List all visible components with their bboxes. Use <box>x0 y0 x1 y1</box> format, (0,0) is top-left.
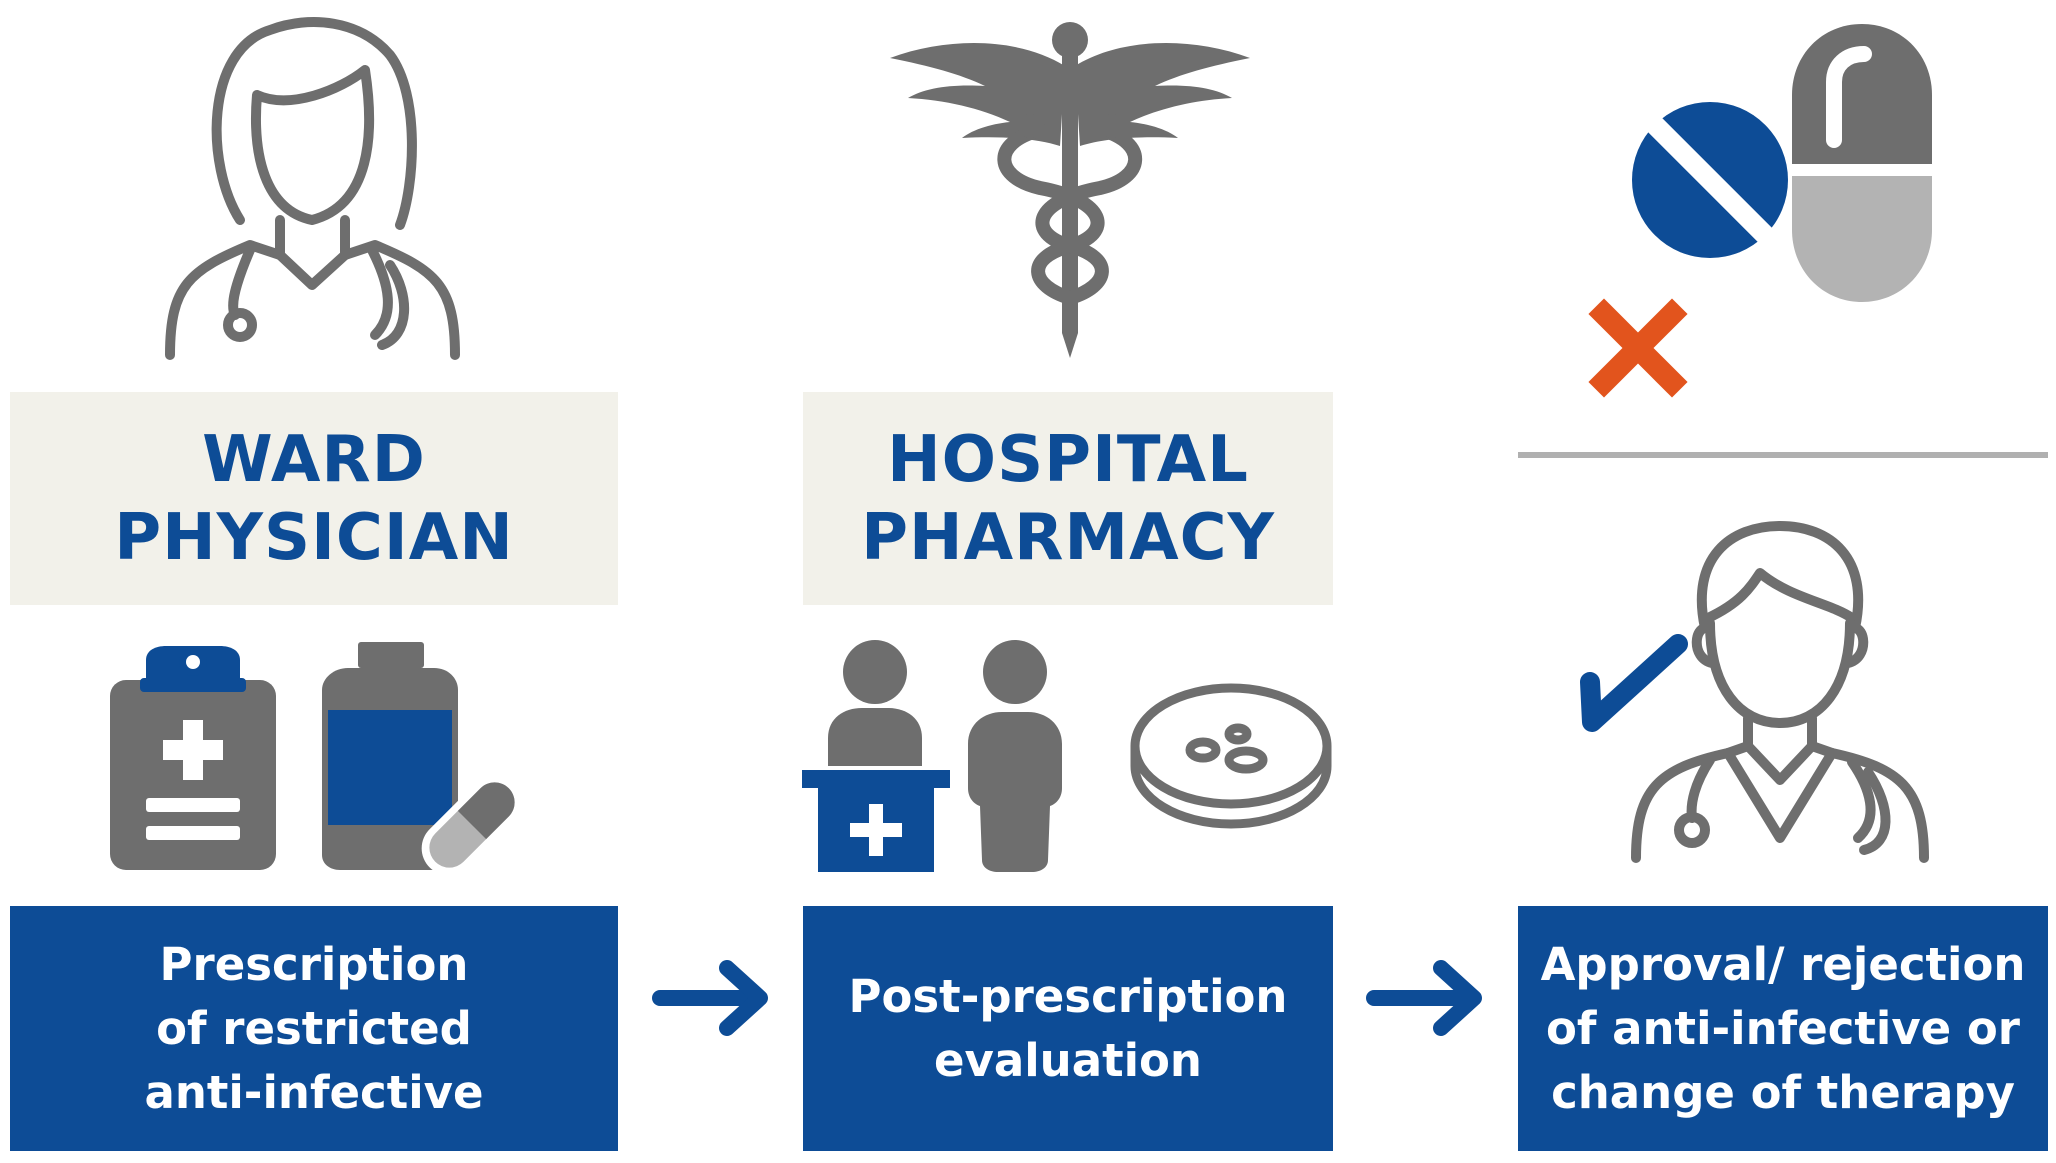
arrow-right-icon <box>652 960 768 1036</box>
medicine-bottle-icon <box>322 642 523 876</box>
prescription-step-box: Prescription of restricted anti-infectiv… <box>10 906 618 1151</box>
ward-physician-label: WARD PHYSICIAN <box>10 392 618 605</box>
evaluation-step-line-2: evaluation <box>934 1033 1202 1087</box>
hospital-pharmacy-label: HOSPITAL PHARMACY <box>803 392 1333 605</box>
outcome-step-line-3: change of therapy <box>1551 1065 2015 1119</box>
outcome-step-line-1: Approval/ rejection <box>1540 937 2026 991</box>
hospital-pharmacy-label-line-1: HOSPITAL <box>887 422 1249 497</box>
check-icon <box>1580 634 1688 732</box>
pharmacy-counter-icon <box>802 640 1062 872</box>
outcome-step-box: Approval/ rejection of anti-infective or… <box>1518 906 2048 1151</box>
evaluation-step-box: Post-prescription evaluation <box>803 906 1333 1151</box>
pills-icon <box>1632 24 1932 302</box>
petri-dish-icon <box>1130 683 1332 829</box>
medical-clipboard-icon <box>110 646 276 870</box>
caduceus-icon <box>890 22 1250 358</box>
prescription-step-line-3: anti-infective <box>144 1065 484 1119</box>
outcome-divider <box>1518 452 2048 458</box>
cross-icon <box>1588 298 1688 398</box>
arrow-right-icon <box>1366 960 1482 1036</box>
evaluation-step-line-1: Post-prescription <box>848 969 1288 1023</box>
outcome-step-line-2: of anti-infective or <box>1546 1001 2020 1055</box>
prescription-step-line-2: of restricted <box>156 1001 472 1055</box>
ward-physician-label-line-1: WARD <box>202 422 426 497</box>
prescription-step-line-1: Prescription <box>159 937 469 991</box>
hospital-pharmacy-label-line-2: PHARMACY <box>861 500 1275 575</box>
male-doctor-icon <box>1631 521 1929 863</box>
ward-physician-label-line-2: PHYSICIAN <box>114 500 514 575</box>
female-doctor-icon <box>165 17 460 360</box>
